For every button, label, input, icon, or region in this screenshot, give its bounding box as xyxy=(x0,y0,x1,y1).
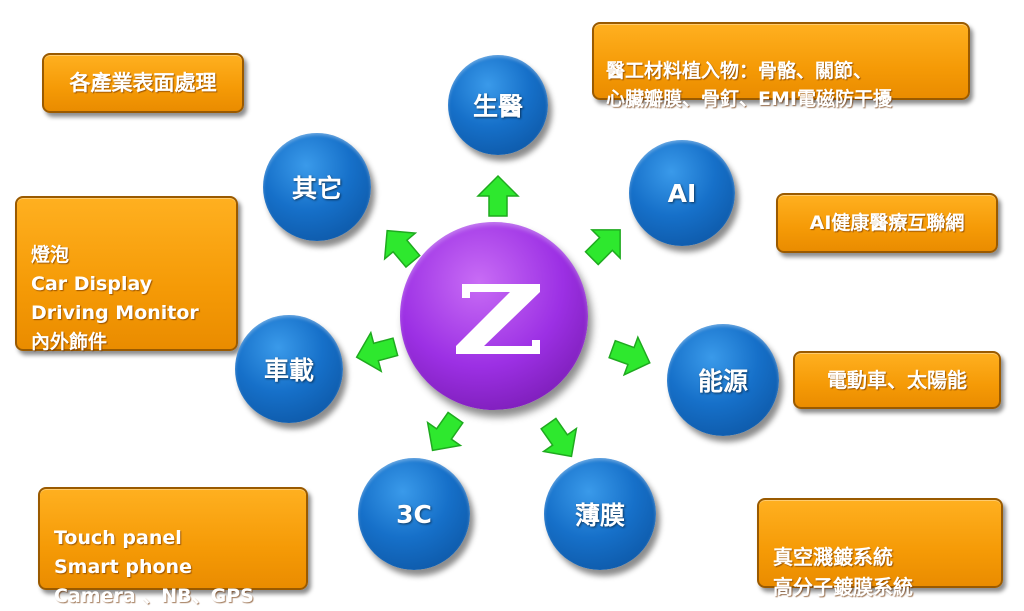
node-biomed-label: 生醫 xyxy=(472,92,523,121)
node-vehicle: 車載 xyxy=(235,315,343,423)
node-ai-label: AI xyxy=(667,178,697,208)
ai-box-text: AI健康醫療互聯網 xyxy=(809,211,965,234)
arrow-to-3c xyxy=(413,403,474,464)
film-box-text: 真空濺鍍系統 高分子鍍膜系統 xyxy=(773,545,913,599)
z-logo-icon xyxy=(456,284,540,354)
arrow-to-vehicle xyxy=(349,325,403,379)
node-3c-label: 3C xyxy=(396,499,432,529)
node-film-label: 薄膜 xyxy=(574,501,625,530)
energy-box: 電動車、太陽能 xyxy=(793,351,1001,409)
arrow-to-energy xyxy=(603,328,659,384)
vehicle-box-text: 燈泡 Car Display Driving Monitor 內外飾件 xyxy=(31,244,199,353)
arrow-to-other xyxy=(369,215,431,277)
ai-box: AI健康醫療互聯網 xyxy=(776,193,998,253)
node-other-label: 其它 xyxy=(291,174,342,203)
node-film: 薄膜 xyxy=(544,458,656,570)
biomed-box-text: 醫工材料植入物：骨骼、關節、 心臟瓣膜、骨釘、EMI電磁防干擾 xyxy=(606,60,892,110)
node-biomed: 生醫 xyxy=(448,55,548,155)
arrow-to-biomed xyxy=(476,174,520,218)
node-ai: AI xyxy=(629,140,735,246)
biomed-box: 醫工材料植入物：骨骼、關節、 心臟瓣膜、骨釘、EMI電磁防干擾 xyxy=(592,22,970,110)
surface-treatment-box: 各產業表面處理 xyxy=(42,53,244,113)
c3-box: Touch panel Smart phone Camera 、NB、GPS xyxy=(38,487,308,607)
arrow-to-film xyxy=(529,409,590,470)
energy-box-text: 電動車、太陽能 xyxy=(827,367,967,392)
surface-treatment-text: 各產業表面處理 xyxy=(69,70,217,95)
node-3c: 3C xyxy=(358,458,470,570)
node-other: 其它 xyxy=(263,133,371,241)
arrow-to-ai xyxy=(575,213,637,275)
node-energy: 能源 xyxy=(667,324,779,436)
film-box: 真空濺鍍系統 高分子鍍膜系統 xyxy=(757,498,1003,599)
node-energy-label: 能源 xyxy=(697,367,748,396)
node-vehicle-label: 車載 xyxy=(263,356,314,385)
vehicle-box: 燈泡 Car Display Driving Monitor 內外飾件 xyxy=(15,196,238,353)
c3-box-text: Touch panel Smart phone Camera 、NB、GPS xyxy=(54,527,254,607)
hub-logo-circle xyxy=(400,222,588,410)
